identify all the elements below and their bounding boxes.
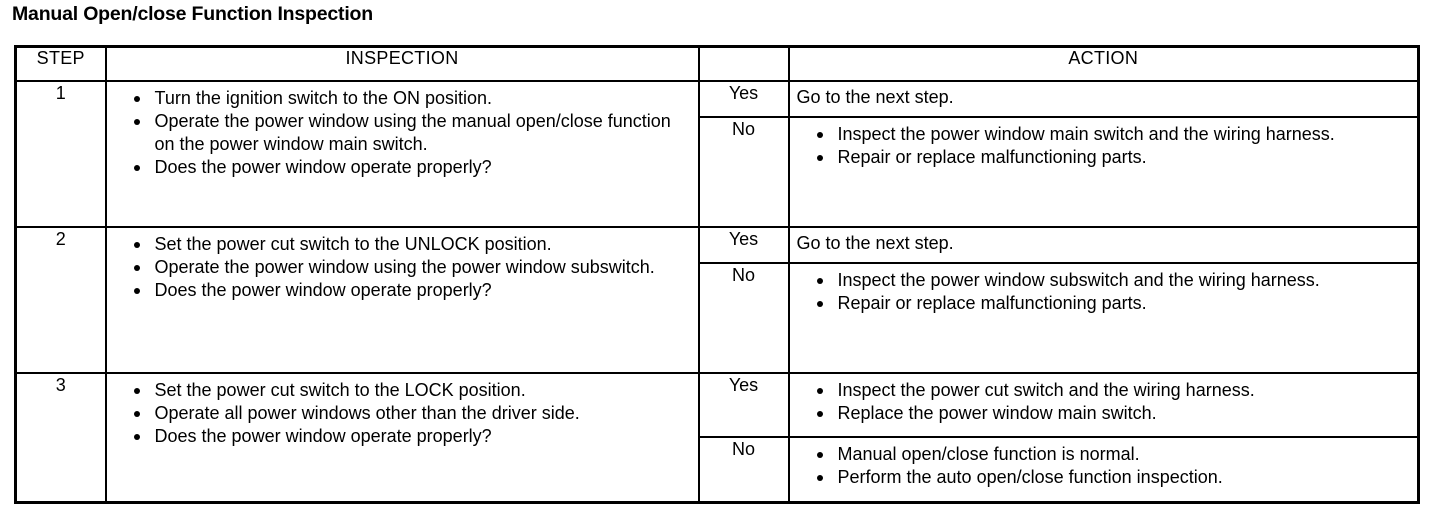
column-header-inspection: INSPECTION — [104, 45, 700, 82]
action-text: Go to the next step. — [796, 87, 954, 107]
inspection-list: Turn the ignition switch to the ON posit… — [107, 82, 698, 183]
result-cell-no: No — [697, 262, 790, 374]
action-list: Inspect the power cut switch and the wir… — [790, 374, 1418, 429]
inspection-list-item: Turn the ignition switch to the ON posit… — [131, 87, 690, 110]
action-list-item: Repair or replace malfunctioning parts. — [814, 146, 1410, 169]
action-list-item: Replace the power window main switch. — [814, 402, 1410, 425]
inspection-list-item: Does the power window operate properly? — [131, 279, 690, 302]
action-list-item: Repair or replace malfunctioning parts. — [814, 292, 1410, 315]
inspection-list-item: Set the power cut switch to the UNLOCK p… — [131, 233, 690, 256]
table-row: 2 Set the power cut switch to the UNLOCK … — [14, 226, 1420, 374]
result-cell-no: No — [697, 436, 790, 504]
column-header-step: STEP — [14, 45, 107, 82]
inspection-list-item: Set the power cut switch to the LOCK pos… — [131, 379, 690, 402]
step-number: 2 — [14, 226, 107, 374]
action-cell: Manual open/close function is normal.Per… — [787, 436, 1420, 504]
action-list: Inspect the power window main switch and… — [790, 118, 1418, 173]
result-cell-yes: Yes — [697, 372, 790, 438]
result-cell-no: No — [697, 116, 790, 228]
action-cell: Go to the next step. — [787, 226, 1420, 264]
table-body: 1 Turn the ignition switch to the ON posi… — [14, 80, 1420, 504]
table-row: 3 Set the power cut switch to the LOCK po… — [14, 372, 1420, 504]
action-list-item: Inspect the power cut switch and the wir… — [814, 379, 1410, 402]
inspection-list-item: Does the power window operate properly? — [131, 156, 690, 179]
step-number: 3 — [14, 372, 107, 504]
table-row: 1 Turn the ignition switch to the ON posi… — [14, 80, 1420, 228]
inspection-list-item: Does the power window operate properly? — [131, 425, 690, 448]
action-list-item: Inspect the power window main switch and… — [814, 123, 1410, 146]
inspection-list: Set the power cut switch to the LOCK pos… — [107, 374, 698, 452]
inspection-list: Set the power cut switch to the UNLOCK p… — [107, 228, 698, 306]
result-cell-yes: Yes — [697, 80, 790, 118]
table-row: No Inspect the power window subswitch and… — [16, 262, 1420, 374]
column-header-result — [697, 45, 790, 82]
action-cell: Inspect the power window subswitch and t… — [787, 262, 1420, 374]
inspection-list-item: Operate all power windows other than the… — [131, 402, 690, 425]
action-cell: Inspect the power window main switch and… — [787, 116, 1420, 228]
inspection-table: STEP INSPECTION ACTION 1 Turn the ignitio… — [14, 45, 1420, 504]
table-header-row: STEP INSPECTION ACTION — [14, 45, 1420, 82]
inspection-cell: Turn the ignition switch to the ON posit… — [104, 80, 700, 228]
action-list: Manual open/close function is normal.Per… — [790, 438, 1418, 493]
inspection-list-item: Operate the power window using the power… — [131, 256, 690, 279]
action-cell: Go to the next step. — [787, 80, 1420, 118]
action-list: Inspect the power window subswitch and t… — [790, 264, 1418, 319]
inspection-list-item: Operate the power window using the manua… — [131, 110, 690, 156]
table-row: No Inspect the power window main switch a… — [16, 116, 1420, 228]
action-cell: Inspect the power cut switch and the wir… — [787, 372, 1420, 438]
action-list-item: Perform the auto open/close function ins… — [814, 466, 1410, 489]
action-list-item: Inspect the power window subswitch and t… — [814, 269, 1410, 292]
column-header-action: ACTION — [787, 45, 1420, 82]
result-cell-yes: Yes — [697, 226, 790, 264]
inspection-cell: Set the power cut switch to the UNLOCK p… — [104, 226, 700, 374]
inspection-cell: Set the power cut switch to the LOCK pos… — [104, 372, 700, 504]
action-list-item: Manual open/close function is normal. — [814, 443, 1410, 466]
action-text: Go to the next step. — [796, 233, 954, 253]
step-number: 1 — [14, 80, 107, 228]
page-title: Manual Open/close Function Inspection — [12, 3, 373, 25]
